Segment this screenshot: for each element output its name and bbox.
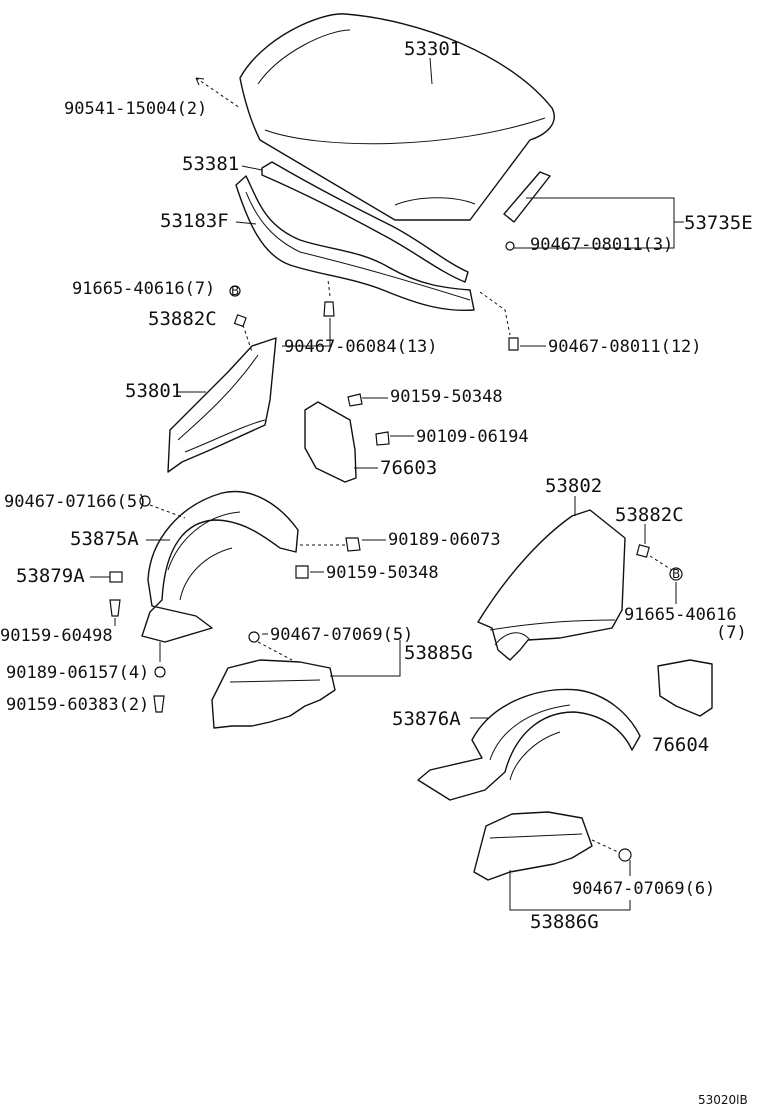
callout-53802: 53802: [545, 475, 602, 497]
callout-91665-40616-7: 91665-40616(7): [72, 279, 215, 299]
callout-53882C-left: 53882C: [148, 308, 217, 330]
clip-icon: [323, 301, 335, 317]
callout-76604: 76604: [652, 734, 709, 756]
callout-91665-qty-right: (7): [716, 623, 747, 643]
callout-91665-40616-right: 91665-40616: [624, 605, 737, 625]
callout-90189-06073: 90189-06073: [388, 530, 501, 550]
callout-53381: 53381: [182, 153, 239, 175]
mudflap-76604: [657, 659, 713, 717]
screw-icon: [345, 537, 361, 552]
fender-liner-left: [141, 490, 299, 643]
hood-panel: [239, 13, 555, 221]
screw-icon: [295, 565, 309, 579]
nut-b-glyph: B: [672, 567, 680, 581]
bracket-53885G: [330, 640, 401, 677]
callout-90189-06157: 90189-06157(4): [6, 663, 149, 683]
bracket-53886G: [509, 870, 631, 911]
screw-icon: [109, 599, 121, 617]
bracket-53735E: [512, 197, 675, 249]
radiator-upper-support: [235, 175, 475, 312]
diagram-code: 53020lB: [698, 1093, 748, 1107]
callout-90467-08011-3: 90467-08011(3): [530, 235, 673, 255]
callout-90159-50348-a: 90159-50348: [390, 387, 503, 407]
nut-b-glyph: B: [231, 284, 239, 298]
callout-53801: 53801: [125, 380, 182, 402]
callout-53875A: 53875A: [70, 528, 139, 550]
clip-square-icon: [233, 314, 247, 328]
hood-side-seal: [503, 171, 551, 223]
mudflap-76603: [304, 401, 357, 483]
callout-90159-60383: 90159-60383(2): [6, 695, 149, 715]
leader-53381: [241, 165, 263, 171]
apron-dash: [242, 324, 253, 353]
clip-dash: [479, 291, 511, 336]
callout-53885G: 53885G: [404, 642, 473, 664]
callout-90467-07069-6: 90467-07069(6): [572, 879, 715, 899]
screw-icon: [153, 695, 165, 713]
callout-53183F: 53183F: [160, 210, 229, 232]
clip-icon: [139, 495, 151, 507]
callout-90467-07069-5: 90467-07069(5): [270, 625, 413, 645]
clip-square-icon: [636, 544, 650, 558]
nut-dash: [649, 555, 673, 571]
splash-shield-left: [211, 659, 336, 729]
callout-90159-50348-b: 90159-50348: [326, 563, 439, 583]
leader-90467-06084: [282, 318, 331, 347]
fender-apron-left: [167, 337, 277, 473]
clip-dash: [149, 504, 186, 519]
callout-53876A: 53876A: [392, 708, 461, 730]
clip-icon: [508, 337, 519, 351]
clip-icon: [618, 848, 632, 862]
clip-square-icon: [109, 571, 123, 583]
screw-icon: [347, 393, 363, 407]
splash-shield-right: [473, 811, 593, 881]
callout-90109-06194: 90109-06194: [416, 427, 529, 447]
front-fender-right: [477, 509, 626, 661]
callout-53882C-right: 53882C: [615, 504, 684, 526]
nut-b-icon: [669, 567, 683, 581]
clip-icon: [505, 241, 515, 251]
callout-53886G: 53886G: [530, 911, 599, 933]
callout-90467-06084: 90467-06084(13): [284, 337, 438, 357]
callout-76603: 76603: [380, 457, 437, 479]
nut-b-icon: [229, 285, 241, 297]
clip-icon: [154, 666, 166, 678]
fender-liner-right: [417, 688, 641, 801]
clip-dash: [591, 839, 619, 853]
clip-dash: [257, 641, 293, 661]
leader-53301: [429, 57, 433, 85]
callout-53301: 53301: [404, 38, 461, 60]
clip-dash: [327, 279, 331, 297]
hood-rod-line: [195, 77, 241, 109]
leader-53183F: [235, 221, 257, 225]
callout-53879A: 53879A: [16, 565, 85, 587]
callout-90467-07166: 90467-07166(5): [4, 492, 147, 512]
screw-icon: [375, 431, 390, 446]
callout-90159-60498: 90159-60498: [0, 626, 113, 646]
clip-icon: [248, 631, 260, 643]
arrow-head: [195, 77, 205, 86]
callout-90541-15004: 90541-15004(2): [64, 99, 207, 119]
callout-53735E: 53735E: [684, 212, 753, 234]
callout-90467-08011-12: 90467-08011(12): [548, 337, 702, 357]
hood-seal: [261, 161, 469, 283]
